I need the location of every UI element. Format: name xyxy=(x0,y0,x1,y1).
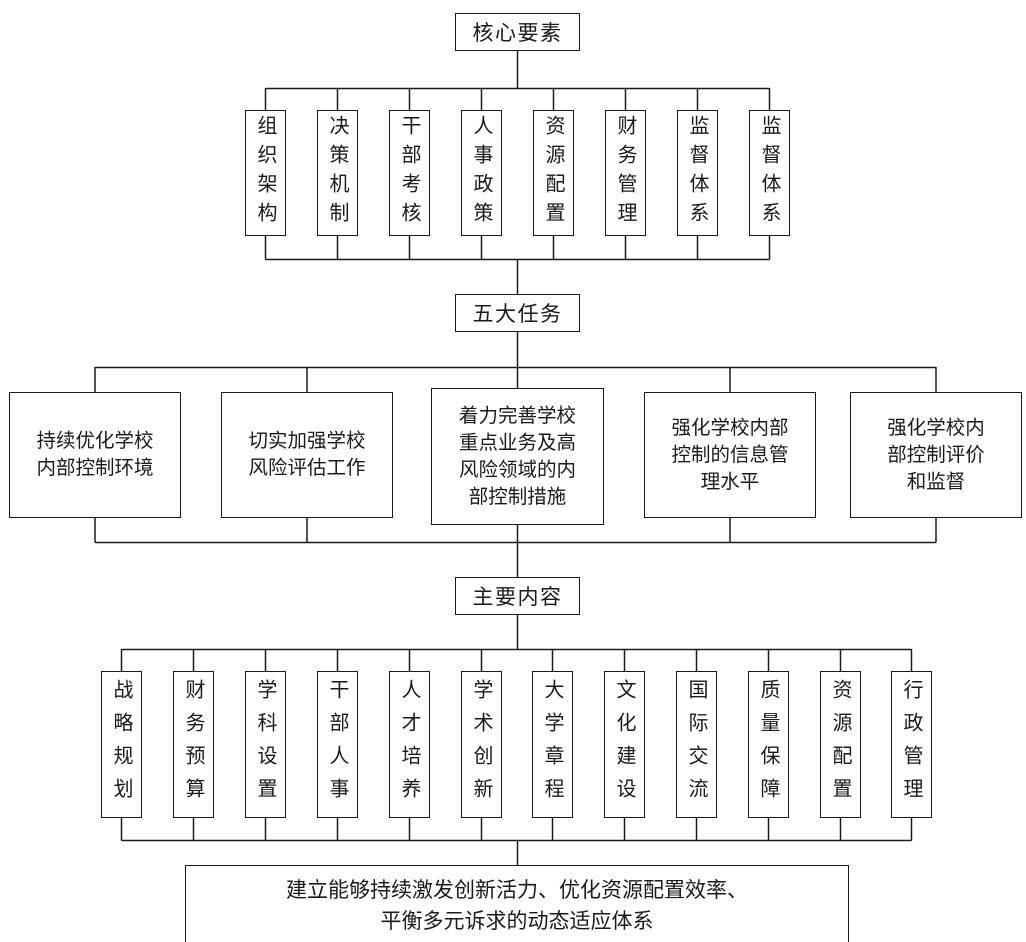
footer-text-line: 平衡多元诉求的动态适应体系 xyxy=(380,909,654,933)
content-label: 国际交流 xyxy=(685,678,707,811)
element-box-4: 人事政策 xyxy=(461,110,502,236)
task-text-line: 重点业务及高 xyxy=(458,432,576,454)
task-text-line: 部控制评价 xyxy=(887,444,985,466)
content-label: 学术创新 xyxy=(470,678,492,811)
element-box-7: 监督体系 xyxy=(677,110,718,236)
footer-text-line: 建立能够持续激发创新活力、优化资源配置效率、 xyxy=(286,878,748,902)
main-content-title-box: 主要内容 xyxy=(455,577,580,615)
content-label: 质量保障 xyxy=(757,678,779,811)
content-box-9: 国际交流 xyxy=(676,671,717,818)
element-label: 财务管理 xyxy=(614,115,636,231)
main-content-title: 主要内容 xyxy=(472,585,563,609)
element-box-1: 组织架构 xyxy=(245,110,286,236)
content-box-1: 战略规划 xyxy=(101,671,142,818)
task-text-line: 内部控制环境 xyxy=(36,458,154,479)
task-box-5: 强化学校内 部控制评价 和监督 xyxy=(850,392,1022,518)
element-label: 组织架构 xyxy=(254,115,276,231)
element-label: 资源配置 xyxy=(542,115,564,231)
task-text-line: 着力完善学校 xyxy=(458,405,576,427)
element-label: 监督体系 xyxy=(758,115,780,231)
content-box-5: 人才培养 xyxy=(389,671,430,818)
content-box-8: 文化建设 xyxy=(604,671,645,818)
content-label: 大学章程 xyxy=(541,678,563,811)
content-label: 财务预算 xyxy=(182,678,204,811)
content-label: 干部人事 xyxy=(326,678,348,811)
footer-summary-box: 建立能够持续激发创新活力、优化资源配置效率、 平衡多元诉求的动态适应体系 xyxy=(185,865,849,942)
element-box-3: 干部考核 xyxy=(389,110,430,236)
content-label: 人才培养 xyxy=(398,678,420,811)
five-tasks-title-box: 五大任务 xyxy=(455,294,580,332)
content-label: 行政管理 xyxy=(900,678,922,811)
task-box-2: 切实加强学校 风险评估工作 xyxy=(221,392,393,518)
task-text-line: 风险领域的内 xyxy=(458,459,576,481)
element-label: 决策机制 xyxy=(326,115,348,231)
element-box-2: 决策机制 xyxy=(317,110,358,236)
element-box-6: 财务管理 xyxy=(605,110,646,236)
content-box-6: 学术创新 xyxy=(461,671,502,818)
element-box-5: 资源配置 xyxy=(533,110,574,236)
task-text-line: 理水平 xyxy=(700,471,760,493)
task-text-line: 部控制措施 xyxy=(468,486,567,508)
task-box-1: 持续优化学校 内部控制环境 xyxy=(9,392,181,518)
task-text-line: 切实加强学校 xyxy=(248,431,366,452)
element-label: 干部考核 xyxy=(398,115,420,231)
content-label: 资源配置 xyxy=(829,678,851,811)
content-label: 文化建设 xyxy=(613,678,635,811)
element-box-8: 监督体系 xyxy=(749,110,790,236)
core-elements-title: 核心要素 xyxy=(472,21,563,45)
content-box-12: 行政管理 xyxy=(891,671,932,818)
task-text-line: 风险评估工作 xyxy=(248,458,366,479)
content-label: 战略规划 xyxy=(110,678,132,811)
content-label: 学科设置 xyxy=(254,678,276,811)
five-tasks-title: 五大任务 xyxy=(472,302,563,326)
content-box-3: 学科设置 xyxy=(245,671,286,818)
task-box-4: 强化学校内部 控制的信息管 理水平 xyxy=(644,392,816,518)
content-box-7: 大学章程 xyxy=(532,671,573,818)
element-label: 监督体系 xyxy=(686,115,708,231)
content-box-11: 资源配置 xyxy=(820,671,861,818)
task-text-line: 控制的信息管 xyxy=(671,444,789,466)
core-elements-title-box: 核心要素 xyxy=(455,13,580,51)
task-text-line: 和监督 xyxy=(906,471,966,493)
content-box-2: 财务预算 xyxy=(173,671,214,818)
element-label: 人事政策 xyxy=(470,115,492,231)
task-text-line: 持续优化学校 xyxy=(36,431,154,452)
task-text-line: 强化学校内 xyxy=(887,417,985,439)
task-box-3: 着力完善学校 重点业务及高 风险领域的内 部控制措施 xyxy=(431,388,604,525)
task-text-line: 强化学校内部 xyxy=(671,417,789,439)
content-box-4: 干部人事 xyxy=(317,671,358,818)
content-box-10: 质量保障 xyxy=(748,671,789,818)
